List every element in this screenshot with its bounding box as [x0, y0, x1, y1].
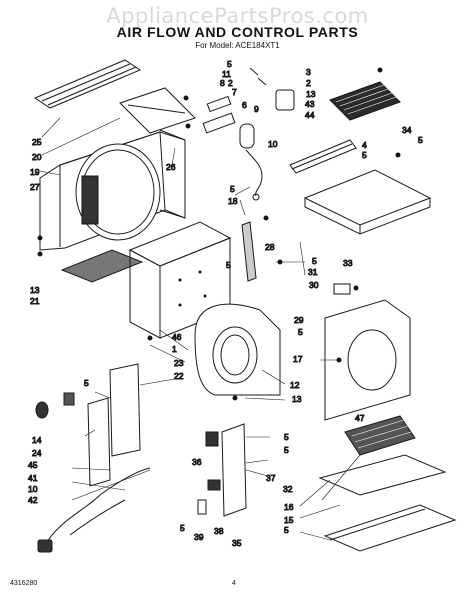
callout: 28	[265, 242, 275, 252]
callout: 23	[174, 358, 184, 368]
callout: 5	[312, 256, 317, 266]
document-number: 4316280	[10, 580, 38, 587]
callout: 21	[30, 296, 40, 306]
callout: 5	[227, 59, 232, 69]
callout: 5	[284, 525, 289, 535]
callout: 1	[172, 344, 177, 354]
base-plate-part	[303, 169, 432, 235]
callout: 38	[214, 526, 224, 536]
callout: 10	[268, 139, 278, 149]
filter-grille-part	[329, 81, 401, 121]
callout: 31	[308, 267, 318, 277]
callout: 12	[290, 380, 300, 390]
callout: 18	[228, 196, 238, 206]
callout: 47	[355, 413, 365, 423]
callout: 43	[305, 99, 315, 109]
callout: 34	[402, 125, 412, 135]
callout: 46	[172, 332, 182, 342]
rear-panel-part	[324, 299, 411, 421]
callout: 10	[28, 484, 38, 494]
page-number: 4	[232, 580, 236, 587]
callout: 11	[222, 69, 231, 79]
callout: 5	[226, 260, 231, 270]
callout: 37	[266, 473, 276, 483]
callout: 45	[28, 460, 38, 470]
filter-strip-part	[60, 249, 144, 283]
callout: 5	[298, 327, 303, 337]
callout: 13	[30, 285, 40, 295]
callout: 19	[30, 167, 40, 177]
model-subtitle: For Model: ACE184XT1	[195, 41, 280, 50]
callout: 13	[306, 89, 316, 99]
callout: 4	[362, 140, 367, 150]
callout: 41	[28, 473, 38, 483]
callout: 42	[28, 495, 38, 505]
callout: 30	[309, 280, 319, 290]
blower-housing-part	[194, 303, 281, 396]
callout: 14	[32, 435, 42, 445]
callout: 5	[230, 184, 235, 194]
callout: 36	[192, 457, 202, 467]
control-components	[202, 67, 295, 149]
callout: 7	[232, 87, 237, 97]
callout: 2	[306, 78, 311, 88]
channel-bracket-part	[289, 139, 357, 174]
lower-panel-part	[87, 363, 141, 487]
front-housing-part	[39, 131, 186, 251]
callout: 32	[283, 484, 293, 494]
drain-tray-part	[318, 454, 457, 552]
callout: 17	[293, 354, 303, 364]
callout: 6	[242, 100, 247, 110]
callout: 25	[32, 137, 42, 147]
leader-lines	[39, 117, 361, 541]
callout: 24	[32, 448, 42, 458]
callout: 29	[294, 315, 304, 325]
watermark: AppliancePartsPros.com	[106, 4, 369, 28]
callout: 39	[194, 532, 204, 542]
callout: 35	[232, 538, 242, 548]
fasteners	[37, 67, 401, 401]
callout: 20	[32, 152, 42, 162]
diagram-title: AIR FLOW AND CONTROL PARTS	[116, 24, 359, 40]
power-cord-part	[37, 467, 151, 553]
callout: 2	[228, 78, 233, 88]
wire-harness-part	[245, 149, 263, 201]
upper-plate-part	[119, 87, 196, 134]
control-knob-part	[35, 392, 75, 419]
evaporator-coil-part	[344, 415, 416, 456]
callout: 5	[284, 445, 289, 455]
side-bracket-part	[159, 129, 186, 219]
callout: 9	[254, 104, 259, 114]
callout: 16	[284, 502, 294, 512]
callout-labels: 5 11 2 7 6 8 3 2 13 43 44 4 5 34 5 10 25…	[28, 59, 424, 549]
callout: 22	[174, 371, 184, 381]
callout: 44	[305, 110, 315, 120]
callout: 5	[84, 378, 89, 388]
vertical-bracket-part	[241, 221, 257, 282]
top-louver-part	[33, 59, 142, 109]
callout: 3	[306, 67, 311, 77]
callout: 15	[284, 515, 294, 525]
callout: 26	[166, 162, 176, 172]
callout: 33	[343, 258, 353, 268]
callout: 5	[418, 135, 423, 145]
control-bracket-part	[197, 423, 247, 517]
callout: 8	[220, 78, 225, 88]
callout: 13	[292, 394, 302, 404]
callout: 5	[362, 150, 367, 160]
callout: 5	[180, 523, 185, 533]
callout: 27	[30, 182, 40, 192]
callout: 5	[284, 432, 289, 442]
